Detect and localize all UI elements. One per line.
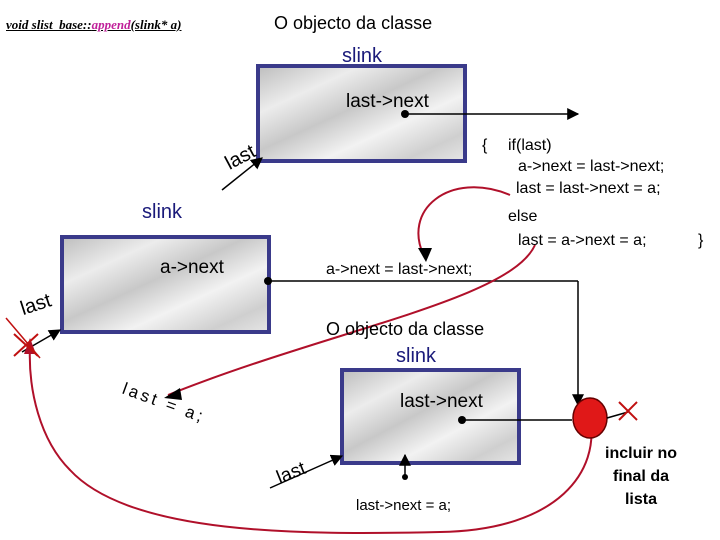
bottom-assign-next: last->next = a; [356, 497, 452, 514]
mid-assign-label: a->next = last->next; [326, 261, 473, 278]
cross-mark-right [618, 401, 638, 421]
mid-slink-box [60, 235, 271, 334]
append-marker-circle [572, 397, 608, 439]
top-field-label: last->next [346, 91, 429, 112]
signature-prefix: void slist_base:: [6, 17, 92, 32]
code-line-if: if(last) [508, 137, 552, 154]
method-signature: void slist_base::append(slink* a) [6, 18, 182, 31]
signature-method: append [91, 17, 131, 32]
bottom-class-name: slink [396, 345, 437, 367]
code-line-5: last = a->next = a; [518, 232, 647, 249]
top-class-caption: O objecto da classe [274, 13, 433, 33]
code-line-2: a->next = last->next; [518, 158, 665, 175]
append-note-line-1: incluir no [605, 445, 677, 462]
code-to-assign-curve [417, 186, 511, 259]
marker-to-cross-line [606, 411, 629, 419]
code-to-assign-arrowhead [418, 248, 432, 262]
bottom-slink-box [340, 368, 521, 465]
bottom-last-arrow [269, 454, 344, 489]
bottom-field-label: last->next [400, 391, 483, 412]
top-class-name: slink [342, 45, 383, 67]
code-open-brace: { [482, 137, 488, 154]
signature-suffix: (slink* a) [130, 17, 182, 32]
mid-class-name: slink [142, 201, 183, 223]
loop-back-curve [28, 345, 593, 534]
code-to-last-arrowhead [164, 388, 182, 400]
append-note-line-3: lista [624, 491, 657, 508]
left-slash [5, 317, 41, 359]
bottom-class-caption: O objecto da classe [326, 319, 485, 339]
code-close-brace: } [698, 232, 704, 249]
code-to-last-curve [167, 244, 536, 396]
mid-field-label: a->next [160, 257, 224, 278]
append-note-line-2: final da [612, 468, 669, 485]
top-last-arrow [221, 157, 263, 191]
cross-mark-left [13, 333, 39, 357]
code-line-3: last = last->next = a; [516, 180, 661, 197]
code-line-else: else [508, 208, 538, 225]
